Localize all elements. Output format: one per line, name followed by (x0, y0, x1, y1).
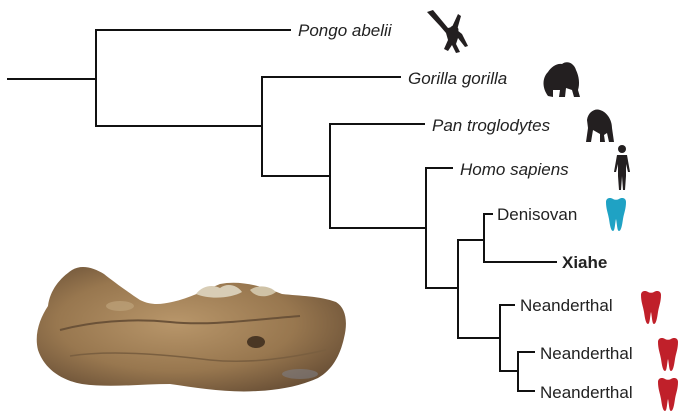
mandible-fossil-image (37, 267, 346, 391)
label-neanderthal-3: Neanderthal (540, 383, 633, 402)
taxon-labels: Pongo abelii Gorilla gorilla Pan troglod… (298, 21, 633, 402)
label-denisovan: Denisovan (497, 205, 577, 224)
gorilla-icon (544, 62, 581, 97)
human-icon (614, 145, 630, 190)
label-gorilla: Gorilla gorilla (408, 69, 507, 88)
label-homo-sapiens: Homo sapiens (460, 160, 569, 179)
chimpanzee-icon (586, 109, 614, 142)
tooth-icon (641, 291, 661, 324)
tooth-icon (658, 338, 678, 371)
tooth-icon (606, 198, 626, 231)
orangutan-icon (427, 10, 468, 53)
label-neanderthal-2: Neanderthal (540, 344, 633, 363)
label-xiahe: Xiahe (562, 253, 607, 272)
label-neanderthal-1: Neanderthal (520, 296, 613, 315)
tooth-icon (658, 378, 678, 411)
label-pan: Pan troglodytes (432, 116, 551, 135)
label-pongo: Pongo abelii (298, 21, 393, 40)
